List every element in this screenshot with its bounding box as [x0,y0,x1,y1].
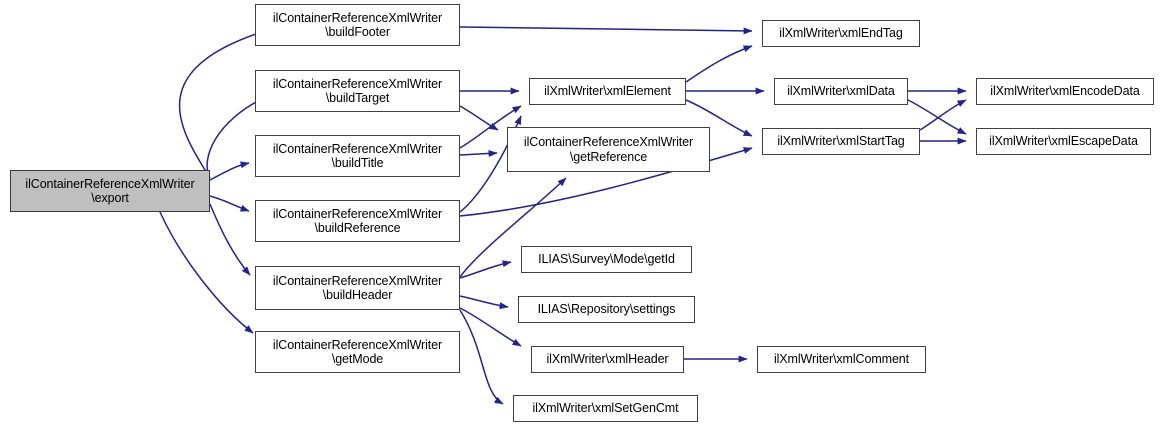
graph-node-label: ilContainerReferenceXmlWriter \buildTitl… [272,141,443,171]
graph-edge-buildHeader-to-xmlHeader [459,307,522,347]
graph-node-label: ilXmlWriter\xmlHeader [546,352,669,367]
graph-edge-export-to-buildReference [209,195,250,212]
graph-node-buildHeader[interactable]: ilContainerReferenceXmlWriter \buildHead… [255,266,460,310]
graph-edge-buildHeader-to-settings [459,295,509,310]
graph-node-export[interactable]: ilContainerReferenceXmlWriter \export [10,170,210,212]
graph-node-getReference[interactable]: ilContainerReferenceXmlWriter \getRefere… [507,127,710,172]
graph-edge-xmlElement-to-xmlEndTag [685,45,753,83]
graph-node-label: ilContainerReferenceXmlWriter \export [25,176,195,206]
graph-node-label: ilContainerReferenceXmlWriter \buildTarg… [272,76,443,106]
graph-node-label: ilXmlWriter\xmlStartTag [777,134,905,149]
graph-node-label: ilXmlWriter\xmlData [787,84,895,99]
graph-edge-buildFooter-to-xmlEndTag [459,26,753,35]
graph-node-buildTarget[interactable]: ilContainerReferenceXmlWriter \buildTarg… [255,70,460,112]
graph-node-getId[interactable]: ILIAS\Survey\Mode\getId [521,246,692,273]
graph-edge-xmlStartTag-to-xmlEncodeData [919,99,967,131]
graph-edge-buildTitle-to-getReference [459,149,498,157]
graph-node-label: ilContainerReferenceXmlWriter \buildFoot… [272,10,443,40]
graph-node-label: ilContainerReferenceXmlWriter \buildHead… [272,273,443,303]
graph-node-xmlHeader[interactable]: ilXmlWriter\xmlHeader [531,346,684,373]
graph-node-label: ilContainerReferenceXmlWriter \getRefere… [523,135,694,164]
graph-node-xmlEndTag[interactable]: ilXmlWriter\xmlEndTag [762,20,920,47]
graph-node-label: ilXmlWriter\xmlElement [544,84,671,99]
graph-node-label: ILIAS\Survey\Mode\getId [538,252,675,267]
graph-node-xmlComment[interactable]: ilXmlWriter\xmlComment [757,346,926,373]
graph-node-buildReference[interactable]: ilContainerReferenceXmlWriter \buildRefe… [255,200,460,242]
graph-node-label: ilXmlWriter\xmlComment [773,352,910,367]
graph-node-label: ilXmlWriter\xmlEscapeData [989,134,1138,149]
graph-node-getMode[interactable]: ilContainerReferenceXmlWriter \getMode [255,331,460,373]
graph-edge-buildHeader-to-getId [459,260,512,279]
graph-node-label: ilContainerReferenceXmlWriter \buildRefe… [272,206,443,236]
graph-node-buildFooter[interactable]: ilContainerReferenceXmlWriter \buildFoot… [255,4,460,46]
graph-node-label: ilXmlWriter\xmlEncodeData [990,84,1140,99]
graph-edge-buildHeader-to-xmlSetGenCmt [459,309,504,405]
graph-node-buildTitle[interactable]: ilContainerReferenceXmlWriter \buildTitl… [255,135,460,177]
graph-node-settings[interactable]: ILIAS\Repository\settings [518,296,695,323]
graph-edge-export-to-buildTitle [209,161,250,181]
graph-node-xmlEncodeData[interactable]: ilXmlWriter\xmlEncodeData [976,78,1154,105]
graph-node-label: ilContainerReferenceXmlWriter \getMode [272,337,443,367]
graph-node-xmlStartTag[interactable]: ilXmlWriter\xmlStartTag [762,128,920,155]
graph-node-xmlEscapeData[interactable]: ilXmlWriter\xmlEscapeData [976,128,1151,155]
graph-edge-export-to-buildHeader [209,203,251,276]
graph-node-xmlData[interactable]: ilXmlWriter\xmlData [774,78,908,105]
graph-node-xmlSetGenCmt[interactable]: ilXmlWriter\xmlSetGenCmt [513,395,698,422]
graph-node-label: ILIAS\Repository\settings [537,302,676,317]
graph-edge-buildTarget-to-getReference [459,105,499,131]
graph-node-xmlElement[interactable]: ilXmlWriter\xmlElement [529,78,686,105]
graph-edge-export-to-getMode [159,211,254,334]
graph-node-label: ilXmlWriter\xmlEndTag [779,26,903,41]
graph-node-label: ilXmlWriter\xmlSetGenCmt [532,401,679,416]
